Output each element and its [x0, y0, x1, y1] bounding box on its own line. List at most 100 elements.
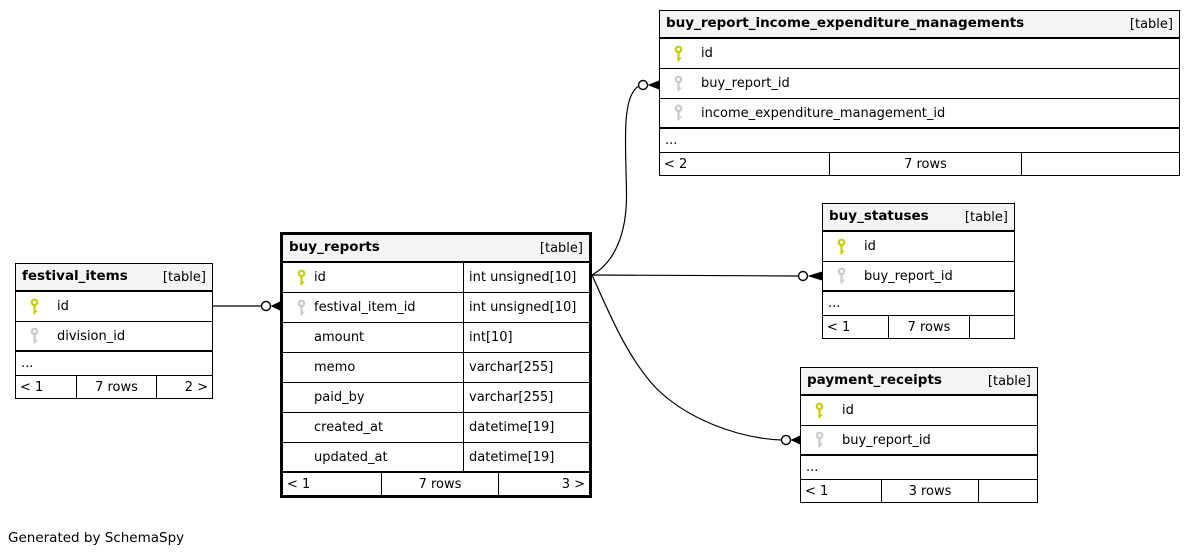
table-festival-items: festival_items [table] id division_id ..…	[15, 263, 213, 399]
column-name: buy_report_id	[842, 432, 931, 448]
primary-key-icon	[814, 402, 825, 420]
table-header: payment_receipts [table]	[801, 368, 1037, 396]
table-footer: < 1 7 rows 3 >	[283, 473, 589, 495]
column-name: created_at	[314, 420, 384, 435]
column-row: buy_report_id	[660, 69, 1179, 99]
table-tag: [table]	[987, 373, 1031, 389]
footer-parents-count: < 1	[287, 476, 311, 492]
footer-children-count	[1021, 153, 1179, 175]
table-header: buy_statuses [table]	[823, 204, 1014, 232]
table-header: buy_reports [table]	[283, 235, 589, 263]
column-row: id	[823, 232, 1014, 262]
table-payment-receipts: payment_receipts [table] id buy_report_i…	[800, 367, 1038, 503]
generator-credit: Generated by SchemaSpy	[8, 530, 185, 546]
column-row: buy_report_id	[823, 262, 1014, 292]
column-row: created_at datetime[19]	[283, 413, 589, 443]
column-name: division_id	[57, 328, 126, 344]
table-tag: [table]	[162, 269, 206, 285]
table-footer: < 1 7 rows	[823, 316, 1014, 338]
column-row: id	[660, 39, 1179, 69]
hidden-columns-ellipsis: ...	[823, 292, 1014, 316]
table-tag: [table]	[964, 209, 1008, 225]
foreign-key-icon	[29, 327, 40, 345]
column-name: buy_report_id	[864, 268, 953, 284]
column-name: id	[842, 403, 854, 418]
column-name: memo	[314, 360, 356, 375]
relationship-buy-reports-to-payment-receipts	[591, 274, 800, 446]
column-row: paid_by varchar[255]	[283, 383, 589, 413]
relationship-festival-items-to-buy-reports	[213, 300, 280, 312]
hidden-columns-ellipsis: ...	[801, 456, 1037, 480]
footer-parents-count: < 1	[20, 379, 44, 395]
column-row: memo varchar[255]	[283, 353, 589, 383]
column-row: division_id	[16, 322, 212, 352]
hidden-columns-ellipsis: ...	[660, 129, 1179, 153]
foreign-key-icon	[814, 431, 825, 449]
primary-key-icon	[296, 269, 307, 287]
column-name: updated_at	[314, 449, 388, 465]
column-type: int unsigned[10]	[463, 263, 589, 292]
footer-parents-count: < 1	[805, 483, 829, 499]
column-name: id	[314, 270, 326, 285]
column-row: amount int[10]	[283, 323, 589, 353]
hidden-columns-ellipsis: ...	[16, 352, 212, 376]
footer-row-count: 7 rows	[76, 376, 156, 398]
table-header: buy_report_income_expenditure_management…	[660, 11, 1179, 39]
column-name: id	[57, 299, 69, 314]
primary-key-icon	[29, 298, 40, 316]
column-row: id int unsigned[10]	[283, 263, 589, 293]
relationship-buy-reports-to-buy-statuses	[591, 270, 822, 282]
table-footer: < 1 3 rows	[801, 480, 1037, 502]
table-name-link[interactable]: buy_statuses	[829, 208, 929, 225]
column-name: buy_report_id	[701, 76, 790, 91]
footer-row-count: 7 rows	[829, 153, 1021, 175]
table-buy-reports: buy_reports [table] id int unsigned[10] …	[280, 232, 592, 498]
footer-children-count: 2 >	[156, 376, 212, 398]
column-name: paid_by	[314, 390, 365, 405]
foreign-key-icon	[673, 75, 684, 93]
column-row: buy_report_id	[801, 426, 1037, 456]
table-header: festival_items [table]	[16, 264, 212, 292]
column-type: datetime[19]	[463, 413, 589, 442]
column-row: income_expenditure_management_id	[660, 99, 1179, 129]
table-name-link[interactable]: festival_items	[22, 268, 128, 285]
footer-parents-count: < 2	[664, 156, 688, 172]
column-row: id	[16, 292, 212, 322]
table-buy-report-income-expenditure-managements: buy_report_income_expenditure_management…	[659, 10, 1180, 176]
column-type: varchar[255]	[463, 353, 589, 382]
relationship-buy-reports-to-brie-managements	[591, 79, 659, 276]
foreign-key-icon	[673, 104, 684, 122]
column-row: updated_at datetime[19]	[283, 443, 589, 473]
footer-row-count: 3 rows	[881, 480, 978, 502]
table-buy-statuses: buy_statuses [table] id buy_report_id ..…	[822, 203, 1015, 339]
primary-key-icon	[836, 238, 847, 256]
column-type: int[10]	[463, 323, 589, 352]
footer-row-count: 7 rows	[381, 473, 498, 495]
footer-children-count: 3 >	[498, 473, 589, 495]
primary-key-icon	[673, 45, 684, 63]
footer-parents-count: < 1	[827, 319, 851, 335]
table-name-link[interactable]: buy_report_income_expenditure_management…	[666, 15, 1025, 32]
table-name-link[interactable]: payment_receipts	[807, 372, 942, 389]
column-name: id	[864, 239, 876, 254]
column-name: festival_item_id	[314, 300, 416, 315]
footer-children-count	[969, 316, 1014, 338]
column-name: income_expenditure_management_id	[701, 105, 946, 121]
foreign-key-icon	[836, 267, 847, 285]
footer-children-count	[978, 480, 1037, 502]
column-type: int unsigned[10]	[463, 293, 589, 322]
table-footer: < 2 7 rows	[660, 153, 1179, 175]
table-tag: [table]	[539, 240, 583, 256]
column-row: festival_item_id int unsigned[10]	[283, 293, 589, 323]
column-type: datetime[19]	[463, 443, 589, 471]
table-tag: [table]	[1129, 16, 1173, 32]
column-name: id	[701, 46, 713, 61]
column-row: id	[801, 396, 1037, 426]
footer-row-count: 7 rows	[888, 316, 969, 338]
foreign-key-icon	[296, 299, 307, 317]
column-name: amount	[314, 330, 365, 345]
table-name-link[interactable]: buy_reports	[289, 239, 380, 256]
column-type: varchar[255]	[463, 383, 589, 412]
